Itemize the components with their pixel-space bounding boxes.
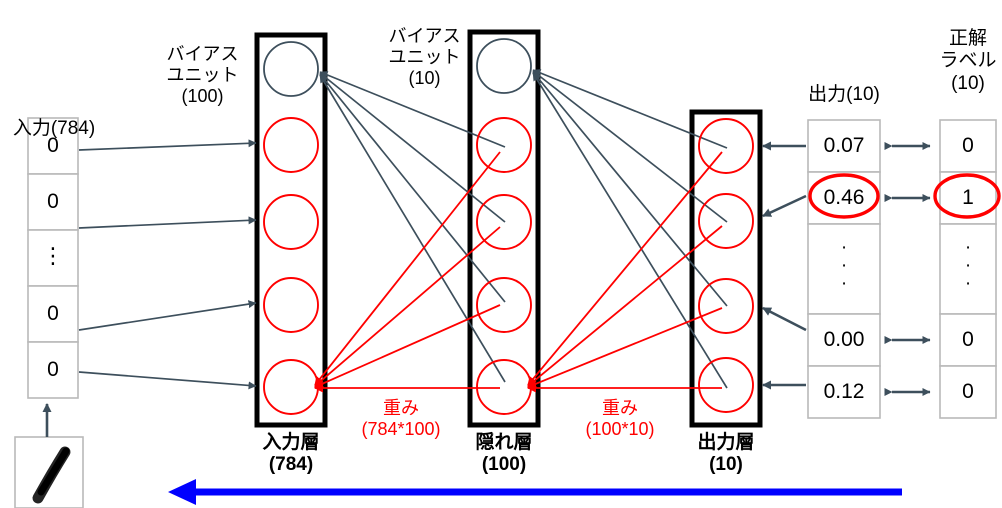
input-cell-1: 0 (47, 190, 59, 213)
output-cell-3: 0.00 (823, 328, 865, 351)
output-cell-0: 0.07 (823, 134, 865, 157)
layer-caption-hidden: 隠れ層 (100) (475, 432, 533, 476)
layer-box-output (689, 109, 763, 428)
input-cell-0: 0 (47, 134, 59, 157)
output-to-hidden-bias-lines (532, 69, 728, 389)
compare-arrows (884, 142, 931, 396)
truth-cell-ellipsis: ··· (964, 237, 972, 295)
layer-box-input (254, 32, 328, 428)
neurons-input-layer (263, 41, 319, 415)
output-cell-4: 0.12 (823, 380, 865, 403)
truth-cell-0: 0 (962, 134, 974, 157)
truth-column-label: 正解 ラベル (10) (939, 28, 997, 94)
output-cell-ellipsis: ··· (840, 237, 848, 295)
output-cell-1: 0.46 (823, 186, 865, 209)
digit-thumbnail (14, 436, 84, 508)
hidden-to-input-bias-lines (319, 71, 506, 383)
output-feedback-arrows (762, 141, 807, 390)
layer-caption-input: 入力層 (784) (262, 432, 320, 476)
bias-unit-hidden (476, 38, 532, 94)
bias-unit-label-input: バイアス ユニット (100) (166, 44, 239, 107)
output-value-column (807, 119, 881, 419)
weight-lines-hidden-output (527, 151, 723, 393)
backprop-flow-arrow (168, 479, 902, 505)
input-cell-ellipsis: ⋮ (42, 243, 64, 268)
input-to-layer-arrows (78, 139, 257, 390)
truth-cell-3: 0 (962, 328, 974, 351)
bias-unit-label-hidden: バイアス ユニット (10) (388, 26, 461, 89)
truth-cell-4: 0 (962, 380, 974, 403)
output-column-label: 出力(10) (808, 84, 880, 105)
input-vector-box (27, 117, 79, 399)
neurons-output-layer (698, 118, 754, 413)
weight-lines-input-hidden (314, 151, 501, 393)
layer-caption-output: 出力層 (10) (697, 432, 755, 476)
bias-unit-input (263, 41, 319, 97)
truth-cell-1: 1 (962, 186, 974, 209)
input-cell-3: 0 (47, 302, 59, 325)
input-cell-4: 0 (47, 358, 59, 381)
weight-label-input-hidden: 重み (784*100) (361, 398, 441, 440)
layer-box-hidden (467, 29, 541, 428)
weight-label-hidden-output: 重み (100*10) (585, 398, 655, 440)
neurons-hidden-layer (476, 38, 532, 415)
highlight-truth-value (933, 173, 1001, 219)
input-vector-label: 入力(784) (12, 118, 96, 139)
highlight-output-value (808, 173, 880, 219)
